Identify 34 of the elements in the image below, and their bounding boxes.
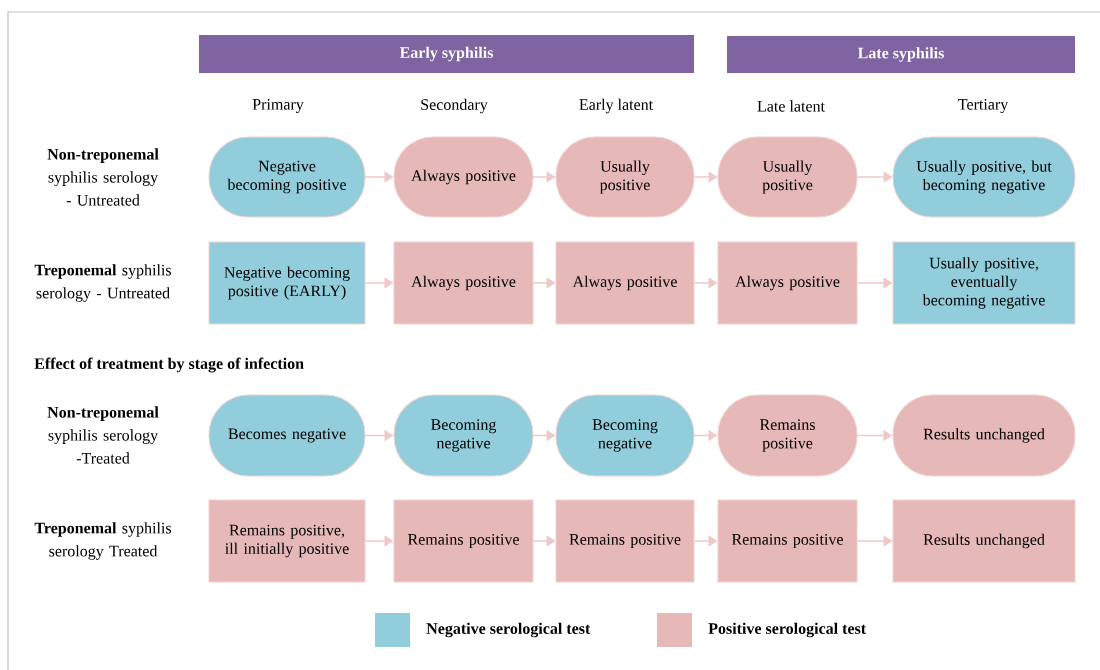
result-box: Remains positive, ill initially positive bbox=[208, 499, 366, 583]
column-header: Secondary bbox=[421, 98, 488, 114]
rounded-box: Becoming negative bbox=[555, 394, 695, 477]
rounded-box: Becoming negative bbox=[393, 394, 534, 477]
row-label: Treponemal syphilis serology Treated bbox=[34, 522, 171, 560]
result-box: Results unchanged bbox=[892, 499, 1076, 583]
result-box: Always positive bbox=[393, 241, 534, 325]
legend-text: Positive serological test bbox=[708, 622, 866, 638]
row-label: Non-treponemal syphilis serology -Treated bbox=[47, 406, 159, 464]
column-header: Early latent bbox=[579, 98, 653, 114]
stage-banner: Late syphilis bbox=[727, 36, 1075, 73]
rounded-box: Usually positive, but becoming negative bbox=[892, 136, 1076, 218]
column-header: Primary bbox=[252, 99, 304, 113]
rounded-box: Negative becoming positive bbox=[208, 136, 366, 218]
rounded-box: Usually positive bbox=[717, 136, 858, 218]
result-box: Remains positive bbox=[717, 499, 858, 583]
result-box: Always positive bbox=[717, 241, 858, 325]
result-box: Always positive bbox=[555, 241, 695, 325]
result-box: Remains positive bbox=[555, 499, 695, 583]
rounded-box: Usually positive bbox=[555, 136, 695, 218]
rounded-box: Always positive bbox=[393, 136, 534, 218]
row-label: Treponemal syphilis serology - Untreated bbox=[34, 264, 171, 302]
row-label: Non-treponemal syphilis serology - Untreated bbox=[47, 148, 159, 206]
result-box: Negative becoming positive (EARLY) bbox=[208, 241, 366, 325]
result-box: Remains positive bbox=[393, 499, 534, 583]
result-box: Usually positive, eventually becoming negative bbox=[892, 241, 1076, 325]
column-header: Tertiary bbox=[958, 99, 1009, 113]
rounded-box: Remains positive bbox=[717, 394, 858, 477]
rounded-box: Becomes negative bbox=[208, 394, 366, 477]
stage-banner: Early syphilis bbox=[199, 35, 694, 73]
legend-text: Negative serological test bbox=[426, 622, 591, 638]
rounded-box: Results unchanged bbox=[892, 394, 1076, 477]
section-heading: Effect of treatment by stage of infection bbox=[34, 357, 304, 373]
column-header: Late latent bbox=[757, 100, 825, 112]
